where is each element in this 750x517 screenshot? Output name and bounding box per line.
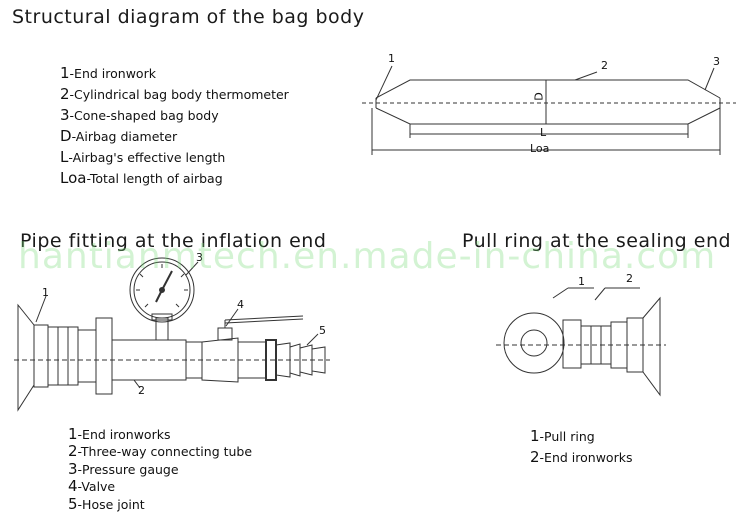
inflation-end-title: Pipe fitting at the inflation end [20, 230, 327, 252]
legend-item: 3-Pressure gauge [68, 459, 179, 478]
pressure-gauge-face [136, 264, 188, 308]
callout-effective-length: L [540, 126, 547, 139]
inflation-end-legend: 1-End ironworks 2-Three-way connecting t… [68, 426, 252, 513]
bag-body-title: Structural diagram of the bag body [12, 6, 365, 28]
callout-pressure-gauge: 3 [196, 251, 203, 264]
sealing-end-drawing [496, 287, 666, 397]
legend-item: D-Airbag diameter [60, 127, 178, 145]
callout-hose-joint: 5 [319, 324, 326, 337]
callout-valve: 4 [237, 298, 244, 311]
legend-item: 5-Hose joint [68, 494, 145, 513]
legend-item: 2-End ironworks [530, 448, 633, 466]
legend-item: L-Airbag's effective length [60, 148, 226, 166]
legend-item: 2-Three-way connecting tube [68, 442, 253, 461]
legend-item: 3-Cone-shaped bag body [60, 106, 219, 124]
legend-item: 2-Cylindrical bag body thermometer [60, 85, 289, 103]
callout-end-ironwork: 1 [388, 52, 395, 65]
bag-body-drawing [362, 65, 736, 155]
legend-item: 1-Pull ring [530, 427, 595, 445]
legend-item: Loa-Total length of airbag [60, 169, 223, 187]
sealing-end-title: Pull ring at the sealing end [462, 230, 732, 252]
sealing-end-legend: 1-Pull ring 2-End ironworks [530, 426, 632, 468]
callout-three-way-tube: 2 [138, 384, 145, 397]
callout-sealing-ironworks: 2 [626, 272, 633, 285]
callout-cone-body: 3 [713, 55, 720, 68]
legend-item: 1-End ironworks [68, 425, 171, 443]
callout-diameter: D [532, 92, 546, 101]
legend-item: 1-End ironwork [60, 64, 156, 82]
bag-body-legend: 1-End ironwork 2-Cylindrical bag body th… [60, 63, 289, 189]
legend-item: 4-Valve [68, 477, 116, 496]
callout-pull-ring: 1 [578, 275, 585, 288]
callout-cylindrical-body: 2 [601, 59, 608, 72]
callout-end-ironworks: 1 [42, 286, 49, 299]
callout-total-length: Loa [530, 142, 550, 155]
inflation-end-drawing [14, 257, 330, 412]
